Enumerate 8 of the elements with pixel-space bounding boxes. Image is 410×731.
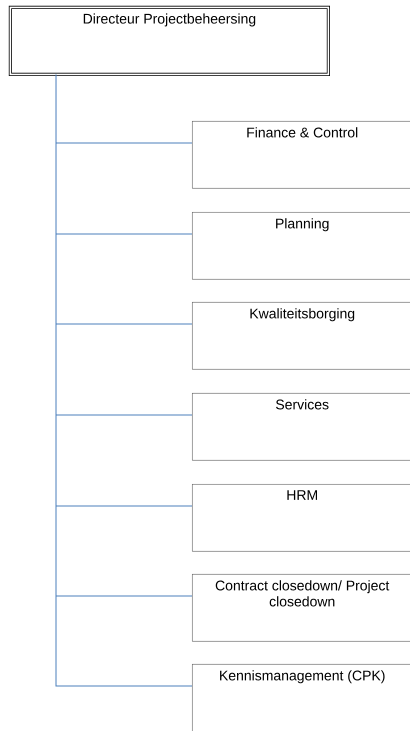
unit-box: Kwaliteitsborging: [192, 302, 410, 370]
unit-box: Services: [192, 393, 410, 460]
unit-box: Finance & Control: [192, 121, 410, 188]
unit-box: Contract closedown/ Project closedown: [192, 574, 410, 642]
title-box: Directeur Projectbeheersing: [8, 6, 330, 76]
unit-box: Kennismanagement (CPK): [192, 664, 410, 731]
unit-box: HRM: [192, 484, 410, 552]
unit-box: Planning: [192, 212, 410, 280]
